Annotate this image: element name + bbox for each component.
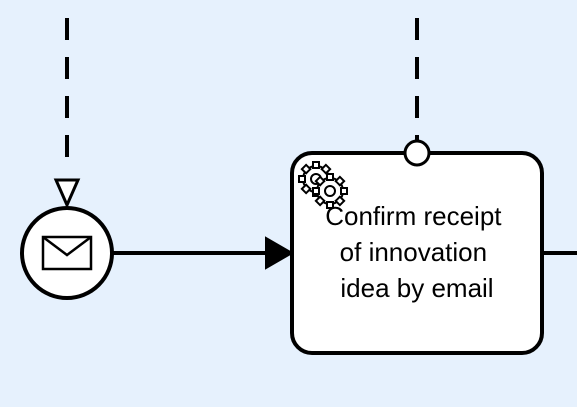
gear-icon — [298, 161, 348, 209]
message-flow-arrowhead — [53, 178, 81, 209]
service-task[interactable]: Confirm receipt of innovation idea by em… — [290, 151, 544, 355]
task-label-line: of innovation — [340, 237, 487, 267]
message-flow-end-circle — [403, 139, 431, 167]
envelope-icon — [41, 235, 93, 271]
task-label-line: Confirm receipt — [325, 201, 502, 231]
task-label: Confirm receipt of innovation idea by em… — [325, 201, 509, 303]
message-start-event[interactable] — [20, 206, 114, 300]
task-label-line: idea by email — [340, 273, 493, 303]
sequence-flow-arrowhead — [265, 236, 295, 270]
